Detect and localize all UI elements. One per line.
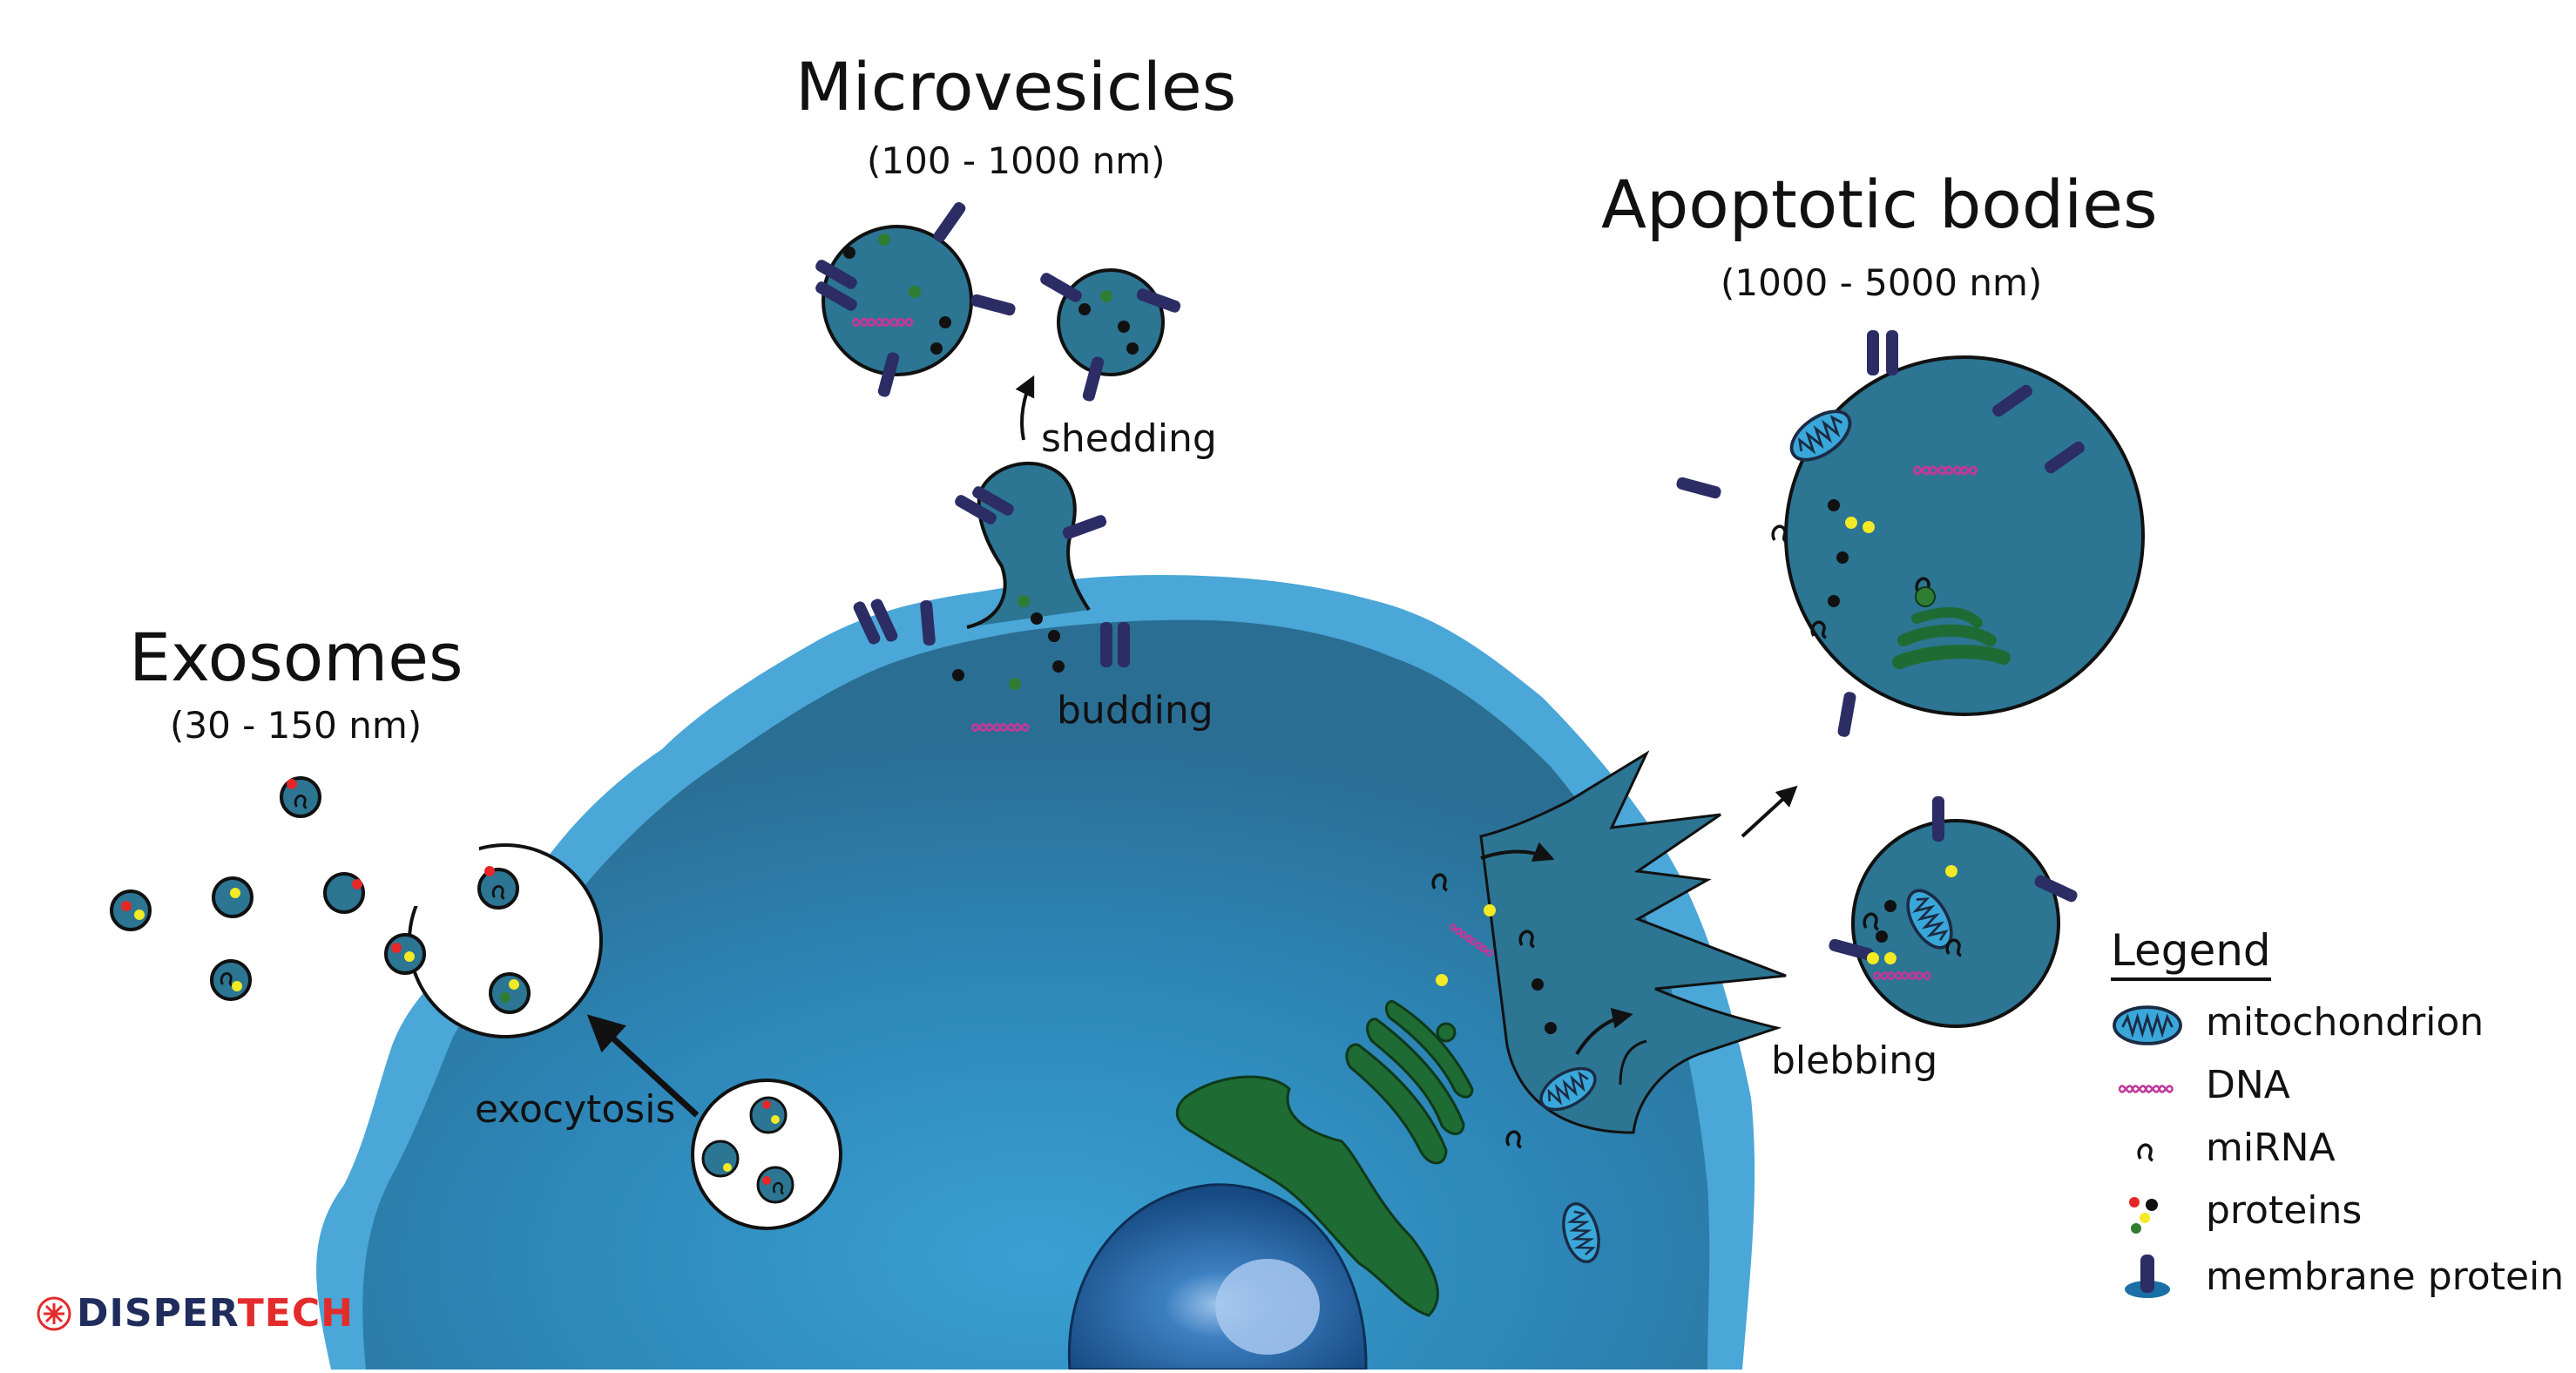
- exosome: [212, 876, 254, 918]
- label-shedding: shedding: [1041, 416, 1217, 461]
- title-microvesicles: Microvesicles: [795, 48, 1237, 125]
- brand-logo-icon: [37, 1296, 71, 1331]
- legend-mirna-icon: [2137, 1143, 2154, 1162]
- apoptotic-arrow: [1741, 785, 1798, 838]
- label-budding: budding: [1057, 688, 1214, 733]
- legend-membrane-protein-icon: [2125, 1255, 2170, 1298]
- size-microvesicles: (100 - 1000 nm): [867, 139, 1166, 182]
- multivesicular-body: [691, 1079, 842, 1230]
- size-apoptotic-bodies: (1000 - 5000 nm): [1721, 261, 2043, 304]
- legend-item-dna: DNA: [2206, 1063, 2290, 1107]
- exosome: [280, 776, 321, 818]
- legend-mitochondrion-icon: [2113, 1005, 2182, 1045]
- apoptotic-body-large: [1675, 330, 2145, 738]
- exosome: [210, 959, 252, 1001]
- legend-item-membrane-protein: membrane protein: [2206, 1255, 2565, 1299]
- microvesicle-small: [1038, 268, 1182, 402]
- exosome-cluster: [110, 776, 531, 1014]
- exosome: [323, 872, 365, 914]
- size-exosomes: (30 - 150 nm): [170, 704, 423, 747]
- exocytosis-arrow: [586, 1014, 700, 1118]
- golgi-apparatus: [1175, 1000, 1474, 1317]
- legend-icons: [2113, 1005, 2182, 1298]
- legend-dna-icon: [2118, 1085, 2174, 1093]
- legend-proteins-icon: [2129, 1197, 2158, 1234]
- exosome: [110, 889, 152, 931]
- exosome: [384, 933, 426, 975]
- label-blebbing: blebbing: [1771, 1038, 1938, 1083]
- brand-prefix: DISPER: [77, 1291, 238, 1336]
- legend-item-mirna: miRNA: [2206, 1126, 2336, 1170]
- legend-item-mitochondrion: mitochondrion: [2206, 1000, 2485, 1045]
- exosome: [477, 866, 519, 910]
- brand-wordmark: DISPERTECH: [77, 1291, 354, 1336]
- label-exocytosis: exocytosis: [475, 1087, 676, 1132]
- cell-body: [316, 575, 1755, 1370]
- budding-vesicle: [952, 461, 1108, 732]
- title-apoptotic-bodies: Apoptotic bodies: [1601, 166, 2158, 243]
- exosome: [489, 972, 531, 1014]
- shedding-arrow: [1015, 375, 1035, 441]
- legend-title: Legend: [2111, 925, 2271, 981]
- blebbing-protrusion: [1479, 750, 1787, 1134]
- apoptotic-body-small: [1828, 796, 2079, 1028]
- blebbing-contents: [1431, 842, 1647, 1268]
- nucleus: [1067, 1183, 1368, 1371]
- title-exosomes: Exosomes: [129, 619, 463, 696]
- legend-item-proteins: proteins: [2206, 1188, 2363, 1233]
- microvesicle-large: [813, 200, 1017, 398]
- brand-accent: TECH: [237, 1291, 354, 1336]
